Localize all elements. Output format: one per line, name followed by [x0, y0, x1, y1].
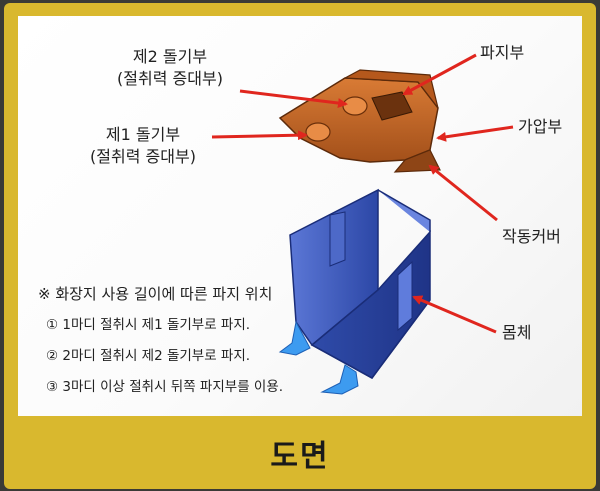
- arrow-body: [412, 295, 497, 334]
- label-protrusion1-sub: (절취력 증대부): [90, 147, 196, 166]
- label-cover: 작동커버: [502, 227, 561, 246]
- label-press: 가압부: [518, 117, 563, 136]
- note-item: ③ 3마디 이상 절취시 뒤쪽 파지부를 이용.: [46, 379, 284, 395]
- cover-part: [278, 69, 441, 173]
- label-protrusion2: 제2 돌기부 (절취력 증대부): [110, 46, 230, 90]
- body-part: [278, 188, 431, 395]
- arrow-press: [436, 125, 514, 142]
- label-grip: 파지부: [480, 43, 525, 62]
- arrow-protrusion2: [239, 89, 348, 108]
- arrow-grip: [402, 53, 477, 96]
- notes-heading: ※ 화장지 사용 길이에 따른 파지 위치: [38, 285, 273, 303]
- arrow-protrusion1: [211, 130, 308, 141]
- arrow-cover: [428, 164, 498, 222]
- label-protrusion2-sub: (절취력 증대부): [117, 69, 223, 88]
- label-protrusion2-title: 제2 돌기부: [132, 47, 208, 66]
- note-item: ② 2마디 절취시 제2 돌기부로 파지.: [46, 348, 251, 364]
- label-body: 몸체: [502, 323, 532, 342]
- pointer-arrows: [211, 53, 514, 334]
- caption-bar: 도면: [4, 423, 596, 483]
- label-protrusion1: 제1 돌기부 (절취력 증대부): [82, 124, 204, 168]
- note-item: ① 1마디 절취시 제1 돌기부로 파지.: [46, 317, 251, 333]
- figure-caption: 도면: [270, 439, 330, 474]
- usage-notes: ※ 화장지 사용 길이에 따른 파지 위치 ① 1마디 절취시 제1 돌기부로 …: [38, 283, 283, 406]
- label-protrusion1-title: 제1 돌기부: [105, 125, 181, 144]
